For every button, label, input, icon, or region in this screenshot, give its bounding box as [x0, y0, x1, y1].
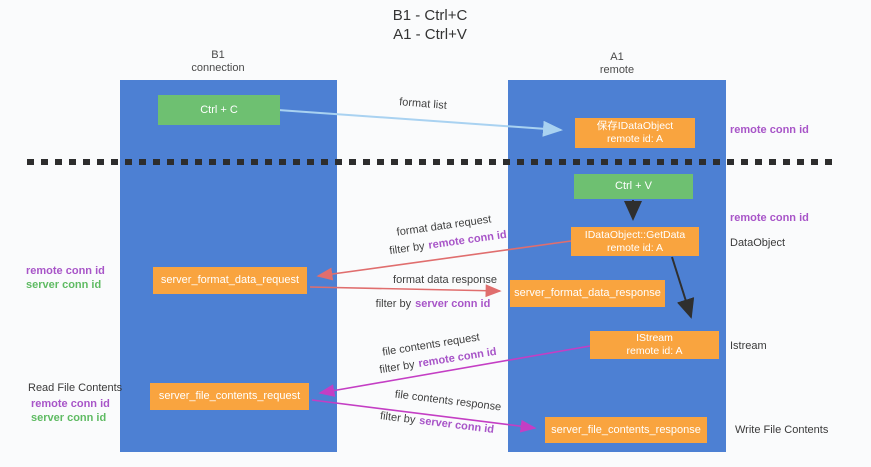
- right-column-id: A1: [610, 51, 624, 63]
- filter-by-text: filter by: [379, 410, 417, 427]
- server-format-data-response-node: server_format_data_response: [510, 280, 665, 307]
- left-column-id: B1: [211, 49, 225, 61]
- getdata-line2: remote id: A: [606, 241, 664, 254]
- dataobject-annotation: DataObject: [730, 237, 786, 249]
- file-contents-response-label: file contents response: [394, 388, 502, 414]
- title-line-1: B1 - Ctrl+C: [392, 7, 468, 24]
- save-dataobject-line2: remote id: A: [606, 133, 664, 145]
- format-data-response-label: format data response: [393, 274, 497, 286]
- ctrl-c-node: Ctrl + C: [158, 95, 280, 125]
- read-file-contents-annotation: Read File Contents: [28, 382, 123, 394]
- server-conn-id-text: server conn id: [418, 414, 495, 436]
- server-conn-id-text: server conn id: [415, 298, 491, 310]
- left-column-subtitle: connection: [191, 62, 245, 74]
- format-list-label: format list: [398, 96, 448, 112]
- getdata-node: IDataObject::GetData remote id: A: [571, 227, 699, 256]
- filter-by-text: filter by: [375, 298, 412, 310]
- filter-by-text: filter by: [378, 358, 416, 377]
- left-remote-conn-id-2: remote conn id: [31, 398, 110, 410]
- left-remote-conn-id-1: remote conn id: [26, 265, 105, 277]
- server-file-contents-request-node: server_file_contents_request: [150, 383, 309, 410]
- save-dataobject-line1: 保存IDataObject: [596, 120, 674, 132]
- save-dataobject-node: 保存IDataObject remote id: A: [575, 118, 695, 148]
- write-file-contents-annotation: Write File Contents: [735, 424, 829, 436]
- format-data-response-arrow: [309, 284, 502, 298]
- right-remote-conn-id-mid: remote conn id: [730, 212, 809, 224]
- ctrl-v-node: Ctrl + V: [574, 174, 693, 199]
- istream-line2: remote id: A: [626, 345, 683, 357]
- ctrl-c-label: Ctrl + C: [200, 103, 238, 116]
- filter-by-text: filter by: [388, 240, 426, 258]
- server-file-contents-request-label: server_file_contents_request: [158, 390, 301, 402]
- left-server-conn-id-1: server conn id: [26, 279, 102, 291]
- getdata-line1: IDataObject::GetData: [584, 228, 686, 241]
- istream-annotation: Istream: [730, 340, 767, 352]
- server-format-data-request-label: server_format_data_request: [160, 274, 300, 286]
- title-line-2: A1 - Ctrl+V: [393, 26, 467, 43]
- server-file-contents-response-node: server_file_contents_response: [545, 417, 707, 443]
- right-column-header: A1 remote: [557, 51, 677, 77]
- server-format-data-request-node: server_format_data_request: [153, 267, 307, 294]
- server-file-contents-response-label: server_file_contents_response: [551, 423, 701, 436]
- diagram-title: B1 - Ctrl+C A1 - Ctrl+V: [280, 6, 580, 44]
- server-format-data-response-label: server_format_data_response: [514, 287, 661, 299]
- file-contents-response-filter-label: filter by server conn id: [371, 409, 503, 437]
- right-column-subtitle: remote: [599, 64, 635, 76]
- ctrl-v-label: Ctrl + V: [615, 180, 652, 192]
- left-column-header: B1 connection: [158, 49, 278, 75]
- right-remote-conn-id-top: remote conn id: [730, 124, 809, 136]
- left-server-conn-id-2: server conn id: [31, 412, 107, 424]
- phase-separator-dashed-line: [27, 159, 833, 165]
- format-data-response-filter-label: filter by server conn id: [367, 298, 499, 310]
- istream-line1: IStream: [636, 332, 673, 344]
- istream-node: IStream remote id: A: [590, 331, 719, 359]
